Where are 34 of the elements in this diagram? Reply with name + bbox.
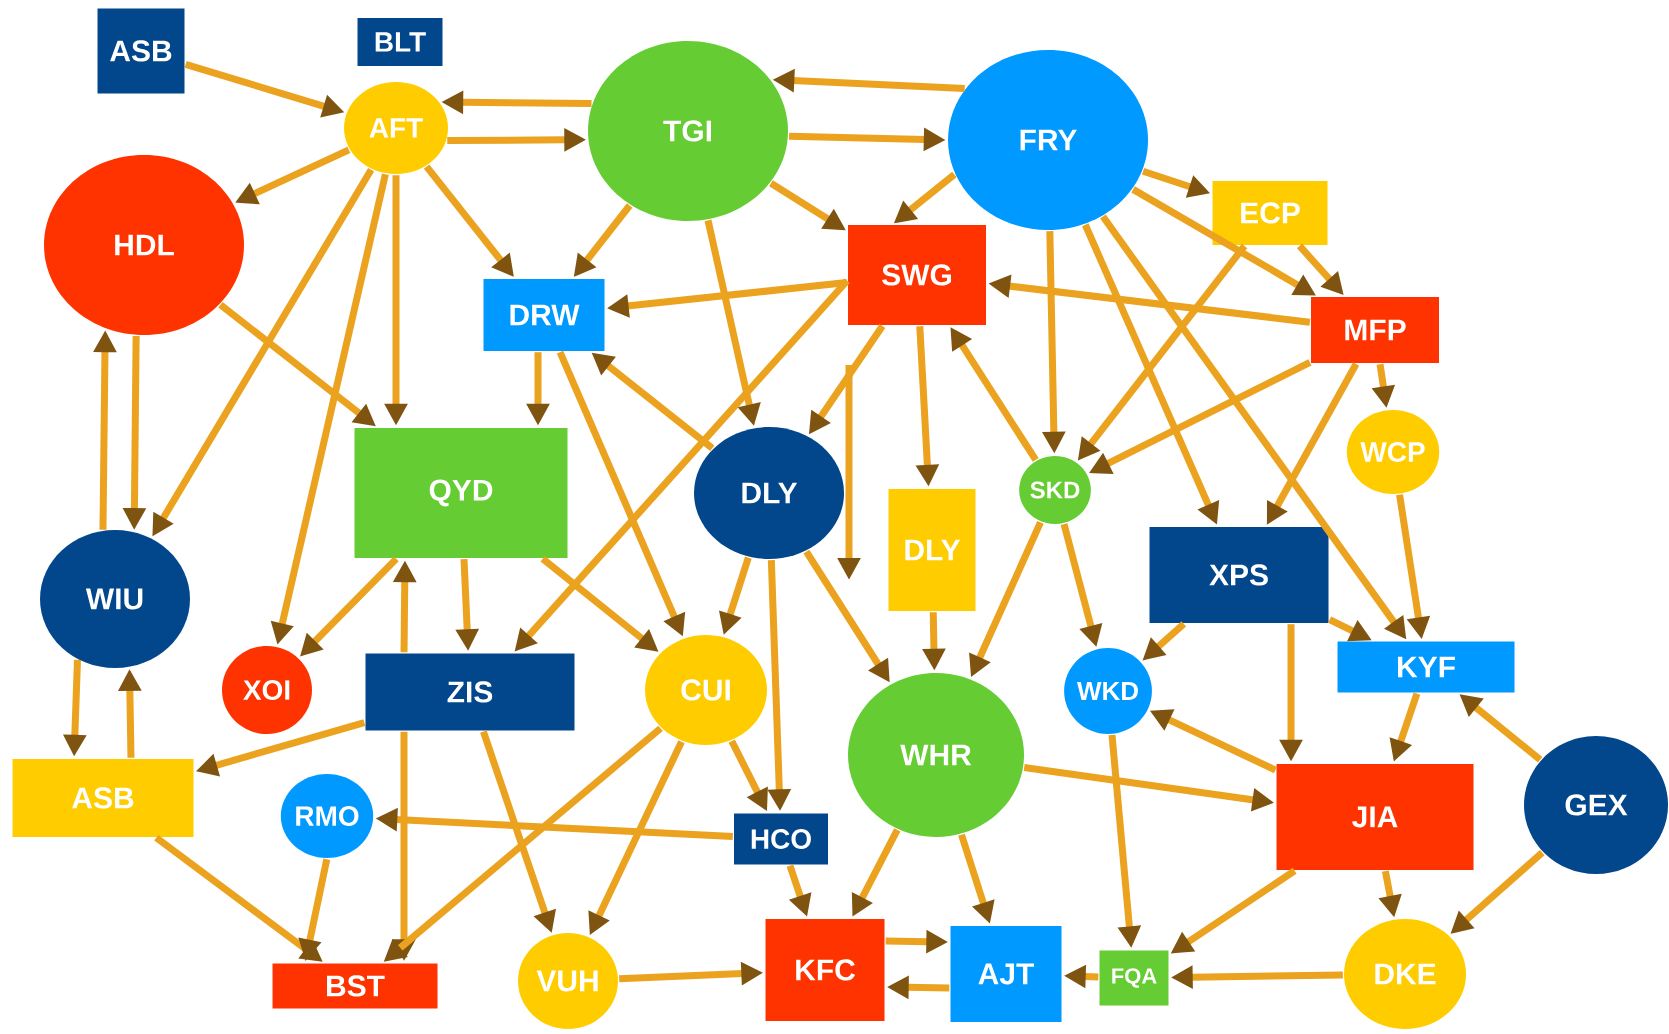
box-node: KFC [765, 919, 885, 1021]
circle-node: RMO [280, 774, 374, 858]
box-node: DRW [483, 279, 605, 351]
box-node: XPS [1149, 527, 1329, 623]
box-node: SWG [848, 225, 986, 325]
box-node: FQA [1099, 950, 1169, 1006]
circle-node: WHR [848, 673, 1024, 837]
box-node: HCO [734, 813, 828, 865]
circle-node: CUI [645, 635, 767, 745]
circle-node: WKD [1064, 648, 1152, 734]
box-node: ASB [97, 8, 185, 94]
box-node: QYD [354, 428, 568, 558]
box-node: JIA [1276, 764, 1474, 870]
box-node: KYF [1337, 641, 1515, 693]
box-node: AJT [950, 926, 1062, 1022]
box-node: ECP [1212, 181, 1328, 245]
circle-node: GEX [1524, 736, 1668, 874]
circle-node: TGI [588, 41, 788, 221]
circle-node: WIU [40, 530, 190, 668]
circle-node: FRY [948, 50, 1148, 230]
circle-node: DLY [694, 427, 844, 559]
circle-node: AFT [344, 82, 448, 174]
circle-node: VUH [518, 933, 618, 1029]
circle-node: HDL [44, 155, 244, 335]
box-node: MFP [1311, 297, 1439, 363]
box-node: ZIS [365, 653, 575, 731]
circle-node: WCP [1346, 410, 1440, 494]
circle-node: XOI [222, 646, 312, 734]
box-node: BST [272, 963, 438, 1009]
circle-node: DKE [1344, 919, 1466, 1029]
circle-node: SKD [1019, 456, 1091, 524]
box-node: DLY [888, 489, 976, 611]
box-node: ASB [12, 759, 194, 837]
box-node: BLT [357, 18, 443, 66]
